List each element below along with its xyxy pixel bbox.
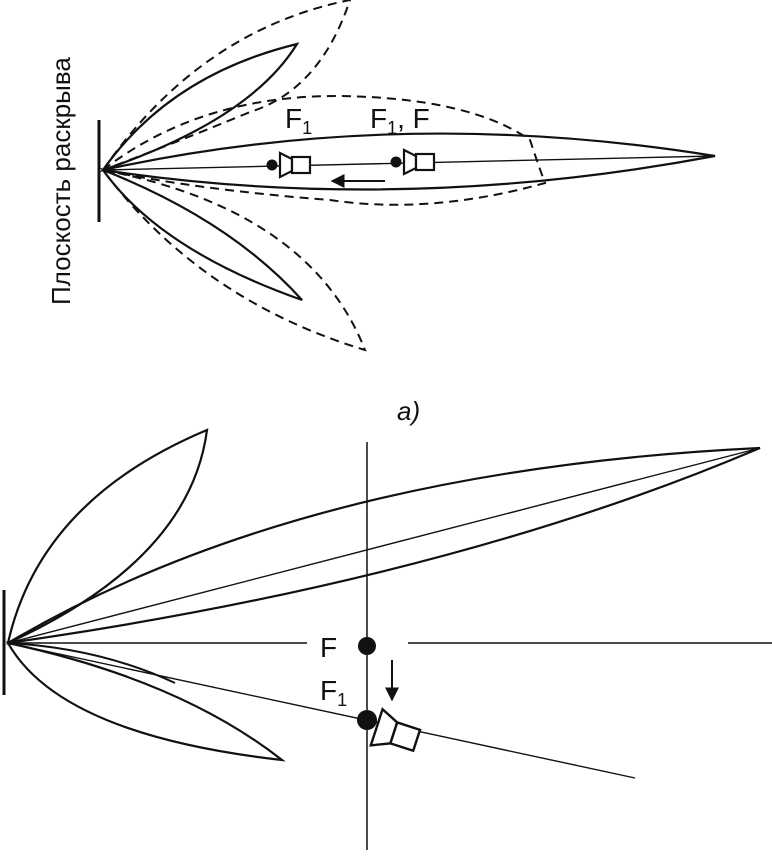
horn-feed-icon (390, 148, 436, 176)
upper-side-lobe-displaced-a (100, 0, 352, 173)
upper-side-lobe-a (100, 42, 300, 173)
label-f1-a: F1 (285, 103, 312, 138)
beam-axis-b (7, 447, 761, 644)
lower-side-lobe-a (99, 167, 303, 302)
horn-feed-icon (369, 707, 422, 753)
upper-side-lobe-b (6, 428, 209, 645)
aperture-plane-label: Плоскость раскрыва (46, 57, 76, 305)
label-f-b: F (320, 632, 337, 663)
label-f1-b: F1 (320, 675, 347, 710)
focus-point-f1 (357, 710, 377, 730)
panel-b: F F1 (2, 428, 772, 850)
panel-a-caption: а) (397, 396, 420, 426)
horn-feed-icon (266, 151, 312, 179)
label-f1-f-a: F1, F (370, 103, 430, 138)
panel-a: Плоскость раскрыва (46, 0, 716, 426)
lower-side-lobe-b (5, 641, 286, 762)
focus-point-f (358, 637, 376, 655)
main-lobe-displaced-a (100, 94, 547, 206)
feed-ray-b (7, 642, 636, 779)
lower-side-lobe-displaced-a (100, 168, 367, 352)
